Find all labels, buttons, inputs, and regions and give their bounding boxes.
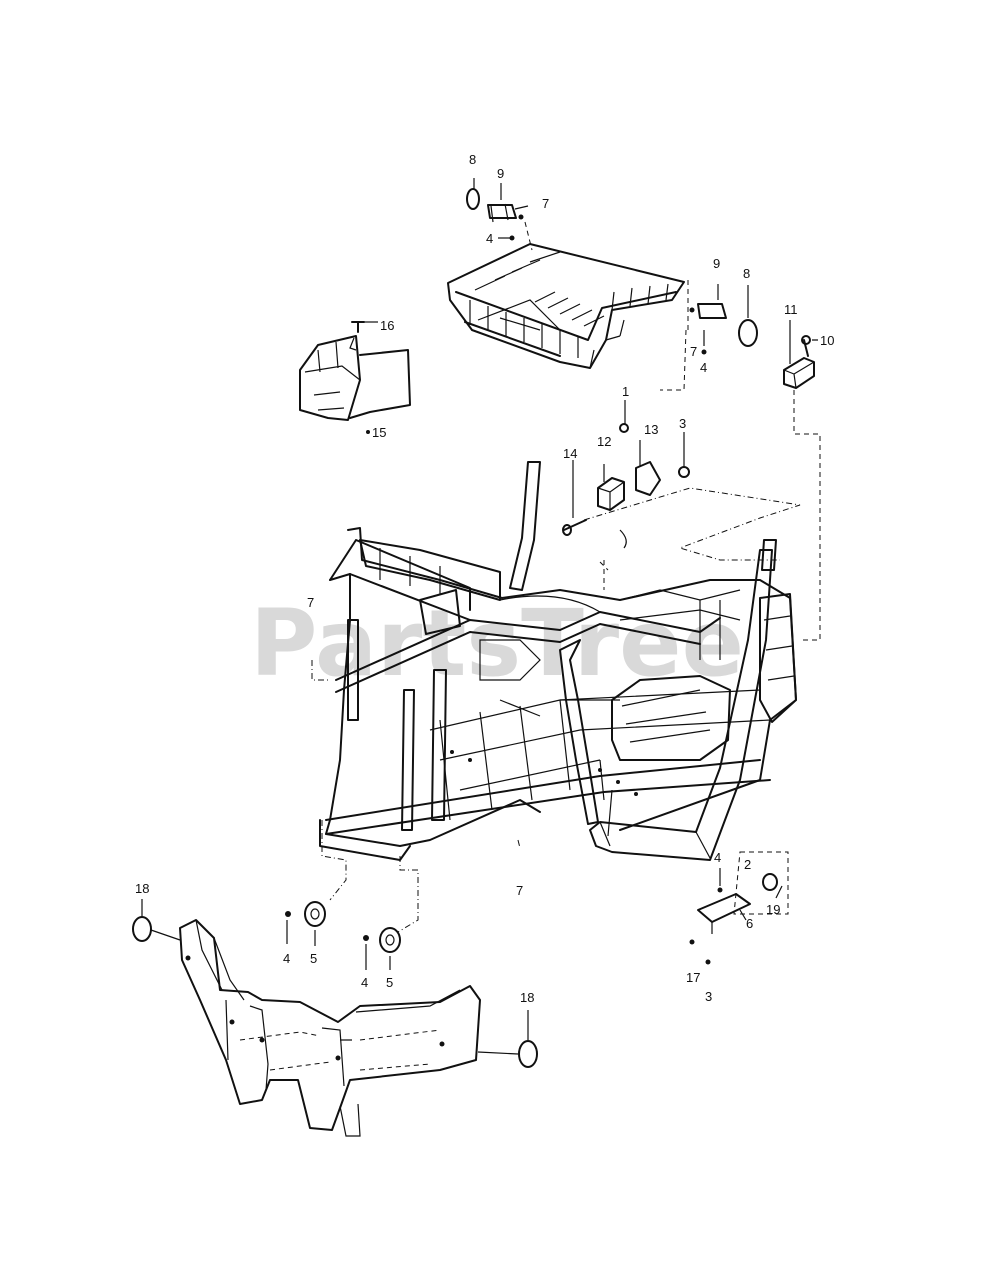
callout-4-right: 4 [700,360,707,375]
callout-6: 6 [746,916,753,931]
callout-7-top: 7 [542,196,549,211]
mount-hardware-center [562,400,801,561]
callout-19: 19 [766,902,780,917]
callout-10: 10 [820,333,834,348]
decal-right [477,1010,538,1068]
callout-8-right: 8 [743,266,750,281]
bumper-mount-hardware [285,901,401,970]
callout-2: 2 [744,857,751,872]
callout-3-upper: 3 [679,416,686,431]
watermark: PartsTree [250,590,744,697]
callout-1: 1 [622,384,629,399]
callout-15: 15 [372,425,386,440]
part-11-clamp [783,320,821,641]
callout-18-left: 18 [135,881,149,896]
callout-13: 13 [644,422,658,437]
decal-left [132,899,181,942]
callout-7-left: 7 [307,595,314,610]
callout-17: 17 [686,970,700,985]
assembly-leaders [311,560,609,933]
bracket-assembly-right [689,851,789,965]
callout-7-right: 7 [690,344,697,359]
callout-11: 11 [784,302,798,317]
main-frame [319,461,797,861]
callouts: 8 9 7 4 9 8 7 4 11 10 16 15 1 13 3 12 14… [135,152,834,1005]
callout-9-top: 9 [497,166,504,181]
callout-8-top: 8 [469,152,476,167]
callout-4-hardware: 4 [714,850,721,865]
callout-5-a: 5 [310,951,317,966]
front-bumper [179,919,481,1137]
callout-3-lower: 3 [705,989,712,1004]
callout-7-bottom: 7 [516,883,523,898]
cargo-basket [447,243,685,369]
callout-16: 16 [380,318,394,333]
callout-12: 12 [597,434,611,449]
callout-14: 14 [563,446,577,461]
callout-5-b: 5 [386,975,393,990]
callout-9-right: 9 [713,256,720,271]
callout-4-a: 4 [283,951,290,966]
callout-4-b: 4 [361,975,368,990]
basket-bracket-right [660,280,758,391]
part-16-cover [299,321,411,434]
callout-18-right: 18 [520,990,534,1005]
basket-bracket-left [466,178,533,251]
callout-4-top: 4 [486,231,493,246]
